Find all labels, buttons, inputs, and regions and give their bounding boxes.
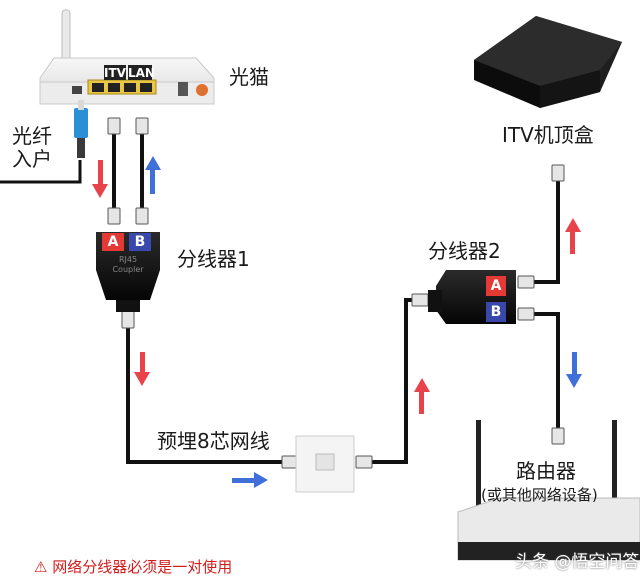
rj45-connectors: [107, 117, 565, 469]
modem-port-itv-label: ITV: [104, 66, 126, 80]
modem-label: 光猫: [229, 65, 269, 89]
router-icon: [457, 420, 640, 561]
cable-splitter2-itv: [518, 175, 560, 284]
splitter2-icon: [428, 270, 516, 324]
fiber-connector-icon: [74, 100, 88, 158]
fiber-label-line1: 光纤: [12, 124, 52, 148]
itv-box-label: ITV机顶盒: [502, 123, 594, 147]
splitter1-port-b-label: B: [134, 234, 146, 250]
wall-plate-icon: [295, 435, 355, 493]
blue-arrow-right-bottom: [232, 472, 268, 488]
signal-arrows: [92, 156, 582, 488]
splitter1-coupler-text-2: Coupler: [112, 265, 144, 274]
cable-wall-splitter2: [360, 298, 430, 464]
embedded-cable-label: 预埋8芯网线: [157, 429, 270, 453]
optical-modem-icon: [39, 9, 215, 105]
router-note-label: (或其他网络设备): [481, 486, 598, 504]
red-arrow-down-fiber: [92, 160, 108, 198]
splitter1-icon: [96, 232, 160, 312]
red-arrow-down-left: [134, 352, 150, 386]
splitter2-label: 分线器2: [428, 239, 501, 263]
watermark-text: 头条 @悟空问答: [515, 552, 640, 572]
splitter1-port-a-label: A: [107, 234, 119, 250]
fiber-cable: [0, 160, 82, 184]
router-label: 路由器: [516, 459, 576, 483]
cable-splitter1-wall: [126, 320, 292, 464]
itv-set-top-box-icon: [474, 16, 622, 108]
splitter2-port-a-label: A: [490, 278, 502, 294]
fiber-label-line2: 入户: [12, 147, 52, 171]
red-arrow-up-middle: [414, 378, 430, 414]
blue-arrow-up-modem: [145, 156, 161, 194]
cable-splitter2-router: [518, 312, 560, 438]
splitter1-coupler-text-1: RJ45: [118, 255, 138, 264]
blue-arrow-down-router: [566, 352, 582, 388]
splitter2-port-b-label: B: [490, 304, 502, 320]
red-arrow-up-itv: [565, 218, 581, 254]
splitter1-label: 分线器1: [177, 247, 250, 271]
warning-note: ⚠ 网络分线器必须是一对使用: [34, 558, 233, 576]
modem-port-lan-label: LAN: [128, 66, 155, 80]
